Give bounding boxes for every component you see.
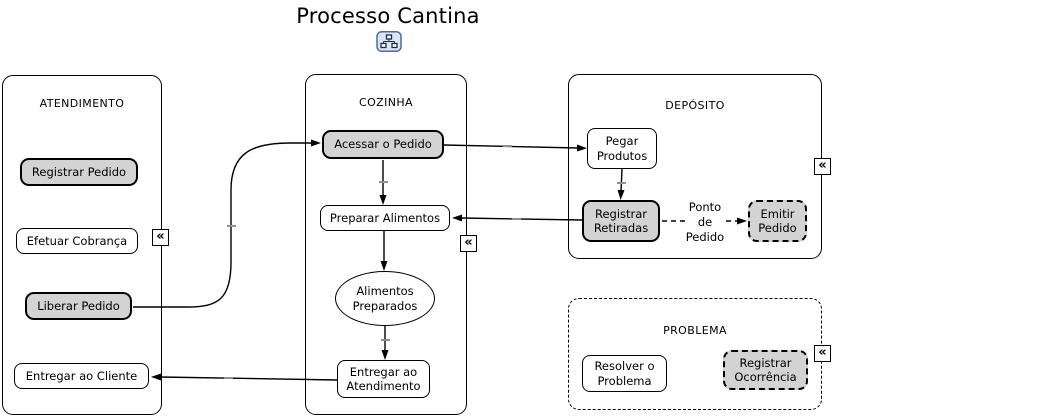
lane-cozinha-title: COZINHA xyxy=(359,96,413,109)
node-label: Registrar Retiradas xyxy=(593,206,649,235)
collapse-glyph: « xyxy=(818,158,827,173)
node-registrar-pedido[interactable]: Registrar Pedido xyxy=(20,158,138,186)
collapse-glyph: « xyxy=(464,235,473,250)
node-label: Entregar ao Atendimento xyxy=(346,364,421,393)
node-label: Alimentos Preparados xyxy=(352,284,418,313)
lane-atendimento-title: ATENDIMENTO xyxy=(39,97,125,110)
collapse-icon-cozinha[interactable]: « xyxy=(460,235,477,252)
node-label: Efetuar Cobrança xyxy=(26,233,128,248)
node-acessar-o-pedido[interactable]: Acessar o Pedido xyxy=(322,130,444,159)
node-label: Entregar ao Cliente xyxy=(25,368,138,383)
connector-midpoint-ticks xyxy=(224,145,626,379)
node-label: Registrar Pedido xyxy=(31,164,127,179)
connector-entregar-ao-atendimento-to-entregar-ao-cliente[interactable] xyxy=(151,373,338,381)
lane-problema-title: PROBLEMA xyxy=(663,324,727,337)
collapse-icon-problema[interactable]: « xyxy=(814,345,831,362)
node-label: Preparar Alimentos xyxy=(329,210,441,225)
node-label: Resolver o Problema xyxy=(594,359,655,388)
node-label: Emitir Pedido xyxy=(758,206,797,235)
collapse-icon-atendimento[interactable]: « xyxy=(152,229,169,246)
connector-pegar-produtos-to-registrar-retiradas[interactable] xyxy=(617,168,625,200)
node-preparar-alimentos[interactable]: Preparar Alimentos xyxy=(320,205,450,231)
node-alimentos-preparados[interactable]: Alimentos Preparados xyxy=(335,271,435,326)
collapse-glyph: « xyxy=(156,229,165,244)
label-ponto-de-pedido: Ponto de Pedido xyxy=(685,200,725,244)
node-label: Acessar o Pedido xyxy=(334,137,432,152)
collapse-glyph: « xyxy=(818,345,827,360)
node-liberar-pedido[interactable]: Liberar Pedido xyxy=(25,292,132,320)
node-emitir-pedido[interactable]: Emitir Pedido xyxy=(748,200,807,242)
node-registrar-retiradas[interactable]: Registrar Retiradas xyxy=(582,200,660,242)
node-entregar-ao-atendimento[interactable]: Entregar ao Atendimento xyxy=(337,360,430,398)
connector-registrar-retiradas-to-preparar-alimentos[interactable] xyxy=(452,214,583,222)
collapse-icon-deposito[interactable]: « xyxy=(814,158,831,175)
lane-deposito-title: DEPÓSITO xyxy=(665,99,725,112)
node-registrar-ocorrencia[interactable]: Registrar Ocorrência xyxy=(723,350,808,390)
org-chart-icon[interactable] xyxy=(376,31,402,52)
node-efetuar-cobranca[interactable]: Efetuar Cobrança xyxy=(16,228,138,254)
node-entregar-ao-cliente[interactable]: Entregar ao Cliente xyxy=(14,363,149,389)
node-label: Liberar Pedido xyxy=(37,298,120,313)
node-pegar-produtos[interactable]: Pegar Produtos xyxy=(587,128,657,169)
node-resolver-o-problema[interactable]: Resolver o Problema xyxy=(582,355,667,392)
node-label: Registrar Ocorrência xyxy=(734,355,797,384)
connector-liberar-pedido-to-acessar-o-pedido[interactable] xyxy=(133,139,321,308)
node-label: Pegar Produtos xyxy=(596,134,648,163)
page-title: Processo Cantina xyxy=(296,4,480,28)
